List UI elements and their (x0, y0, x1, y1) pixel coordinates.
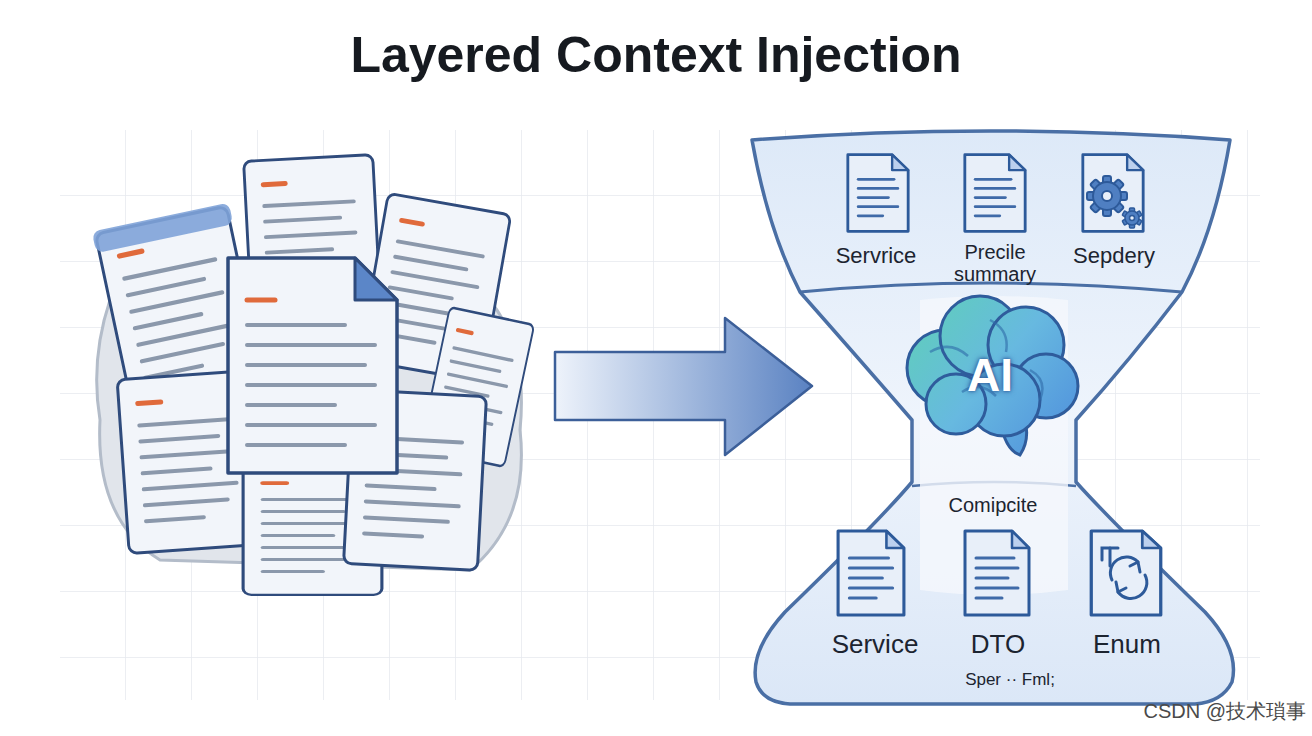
node-label: Enum (1093, 630, 1161, 659)
file-icon: Precile summary (935, 150, 1055, 285)
flow-arrow (555, 318, 812, 455)
document-stack (92, 155, 534, 595)
node-label: AI (967, 350, 1013, 401)
node-label: Service (832, 630, 919, 659)
settings-icon: Sepdery (1055, 150, 1173, 268)
note-text: Sper ·· Fml; (910, 670, 1110, 690)
diagram-title: Layered Context Injection (0, 28, 1312, 83)
file-icons (838, 531, 1161, 615)
node-label: Sepdery (1073, 244, 1155, 268)
file-icon: Servrice (815, 150, 937, 268)
file-icon: DTO (940, 525, 1056, 659)
watermark: CSDN @技术瑣事 (1090, 700, 1306, 723)
enum-icon: Enum (1064, 525, 1190, 659)
file-icon: Service (812, 525, 938, 659)
node-label: Precile summary (935, 241, 1055, 285)
node-label: DTO (971, 630, 1025, 659)
file-icons (848, 155, 1143, 232)
ai-brain: AI (905, 330, 1075, 420)
ai-brain (907, 296, 1078, 455)
node-label: Servrice (836, 244, 917, 268)
section-label: Comipcite (893, 494, 1093, 517)
funnel (752, 131, 1233, 704)
